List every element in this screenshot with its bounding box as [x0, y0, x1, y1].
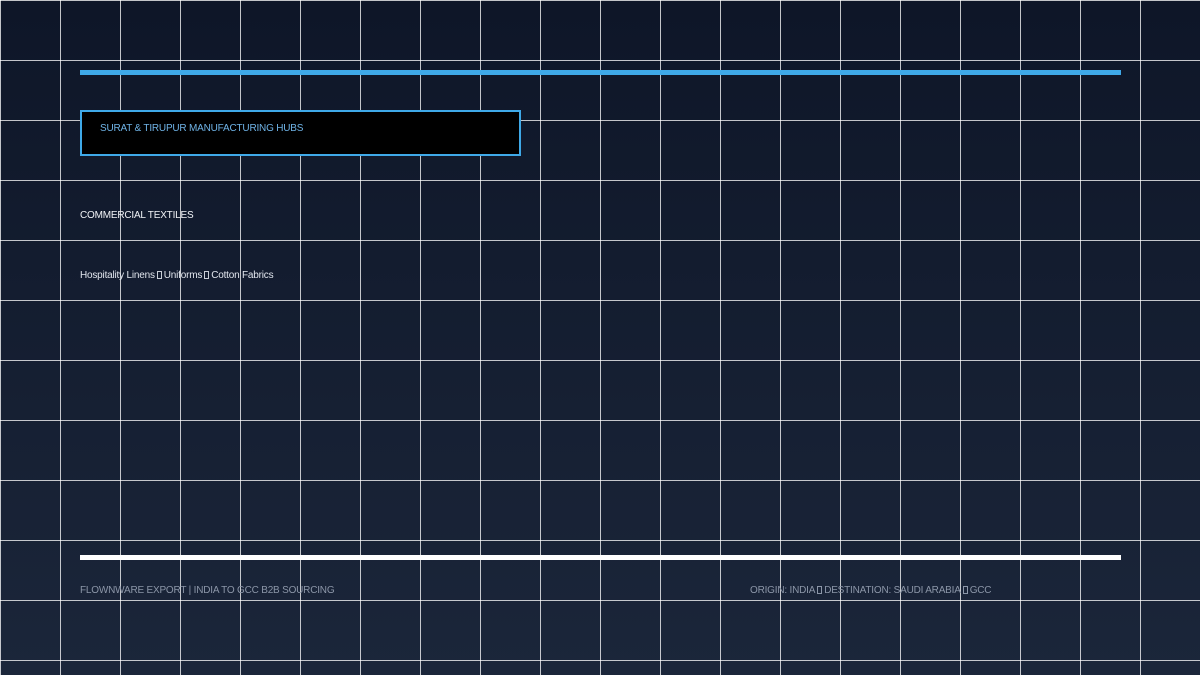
hub-label: SURAT & TIRUPUR MANUFACTURING HUBS: [100, 123, 304, 134]
product-item: Hospitality Linens: [80, 270, 155, 281]
category-title: COMMERCIAL TEXTILES: [80, 210, 194, 221]
footer-brand: FLOWNWARE EXPORT | INDIA TO GCC B2B SOUR…: [80, 585, 335, 596]
hub-label-box: SURAT & TIRUPUR MANUFACTURING HUBS: [80, 110, 521, 156]
footer-origin: ORIGIN: INDIA: [750, 585, 816, 596]
top-accent-bar: [80, 70, 1121, 75]
footer-rule: [80, 555, 1121, 560]
footer-destination: DESTINATION: SAUDI ARABIA: [824, 585, 961, 596]
footer-region: GCC: [969, 585, 992, 596]
product-list: Hospitality Linens Uniforms Cotton Fabrics: [80, 270, 274, 281]
separator-icon: [156, 271, 162, 279]
footer-trade-route: ORIGIN: INDIA DESTINATION: SAUDI ARABIA GC…: [750, 585, 992, 596]
separator-icon: [817, 586, 823, 594]
separator-icon: [962, 586, 968, 594]
product-item: Uniforms: [163, 270, 203, 281]
product-item: Cotton Fabrics: [211, 270, 274, 281]
separator-icon: [204, 271, 210, 279]
